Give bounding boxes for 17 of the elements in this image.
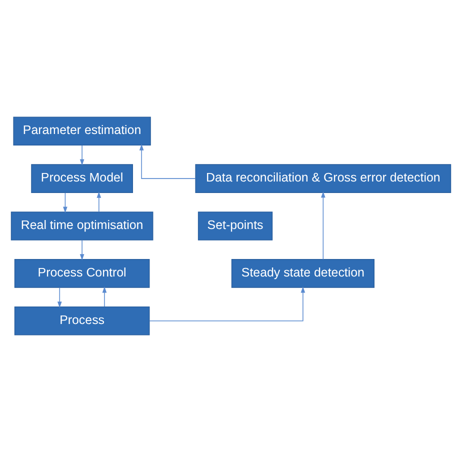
node-box: Real time optimisation (10, 211, 154, 240)
node-box: Steady state detection (231, 258, 374, 288)
arrow (139, 144, 196, 178)
arrow (149, 286, 306, 321)
arrow (96, 191, 102, 212)
arrow (102, 286, 107, 307)
arrow (80, 239, 84, 260)
node-box: Parameter estimation (13, 116, 151, 145)
node-box: Process Model (31, 164, 133, 192)
node-box: Set-points (198, 211, 273, 240)
node-box: Process (14, 306, 150, 335)
arrow (57, 286, 62, 308)
arrow (63, 192, 68, 212)
arrow (80, 144, 84, 165)
node-box: Process Control (14, 258, 150, 288)
node-box: Data reconciliation & Gross error detection (195, 164, 452, 192)
arrow (320, 190, 326, 260)
